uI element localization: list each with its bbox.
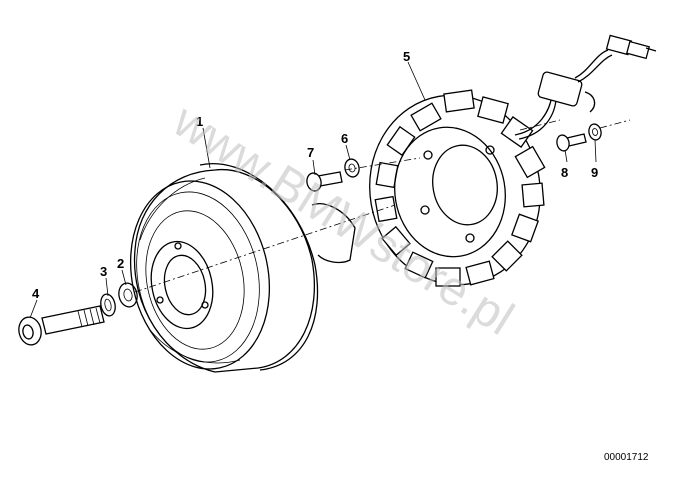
callout-5: 5: [403, 49, 410, 64]
callout-labels: 1 2 3 4 5 6 7 8 9: [32, 49, 598, 301]
bolt-part-4[interactable]: [16, 305, 105, 347]
screw-part-8[interactable]: [555, 133, 587, 152]
screw-part-7[interactable]: [305, 171, 343, 193]
lock-washer-part-3[interactable]: [99, 293, 117, 317]
callout-3: 3: [100, 264, 107, 279]
rotor-part-1[interactable]: [114, 163, 356, 382]
callout-8: 8: [561, 165, 568, 180]
assembly-axis-lines: [134, 119, 631, 293]
callout-4: 4: [32, 286, 40, 301]
callout-1: 1: [196, 114, 203, 129]
washer-part-6[interactable]: [343, 158, 360, 179]
callout-2: 2: [117, 256, 124, 271]
callout-6: 6: [341, 131, 348, 146]
callout-9: 9: [591, 165, 598, 180]
washer-part-9[interactable]: [587, 123, 602, 141]
stator-part-5[interactable]: [355, 34, 657, 298]
washer-part-2[interactable]: [117, 281, 140, 308]
callout-7: 7: [307, 145, 314, 160]
reference-number: 00001712: [604, 452, 649, 463]
leader-lines: [29, 61, 597, 319]
